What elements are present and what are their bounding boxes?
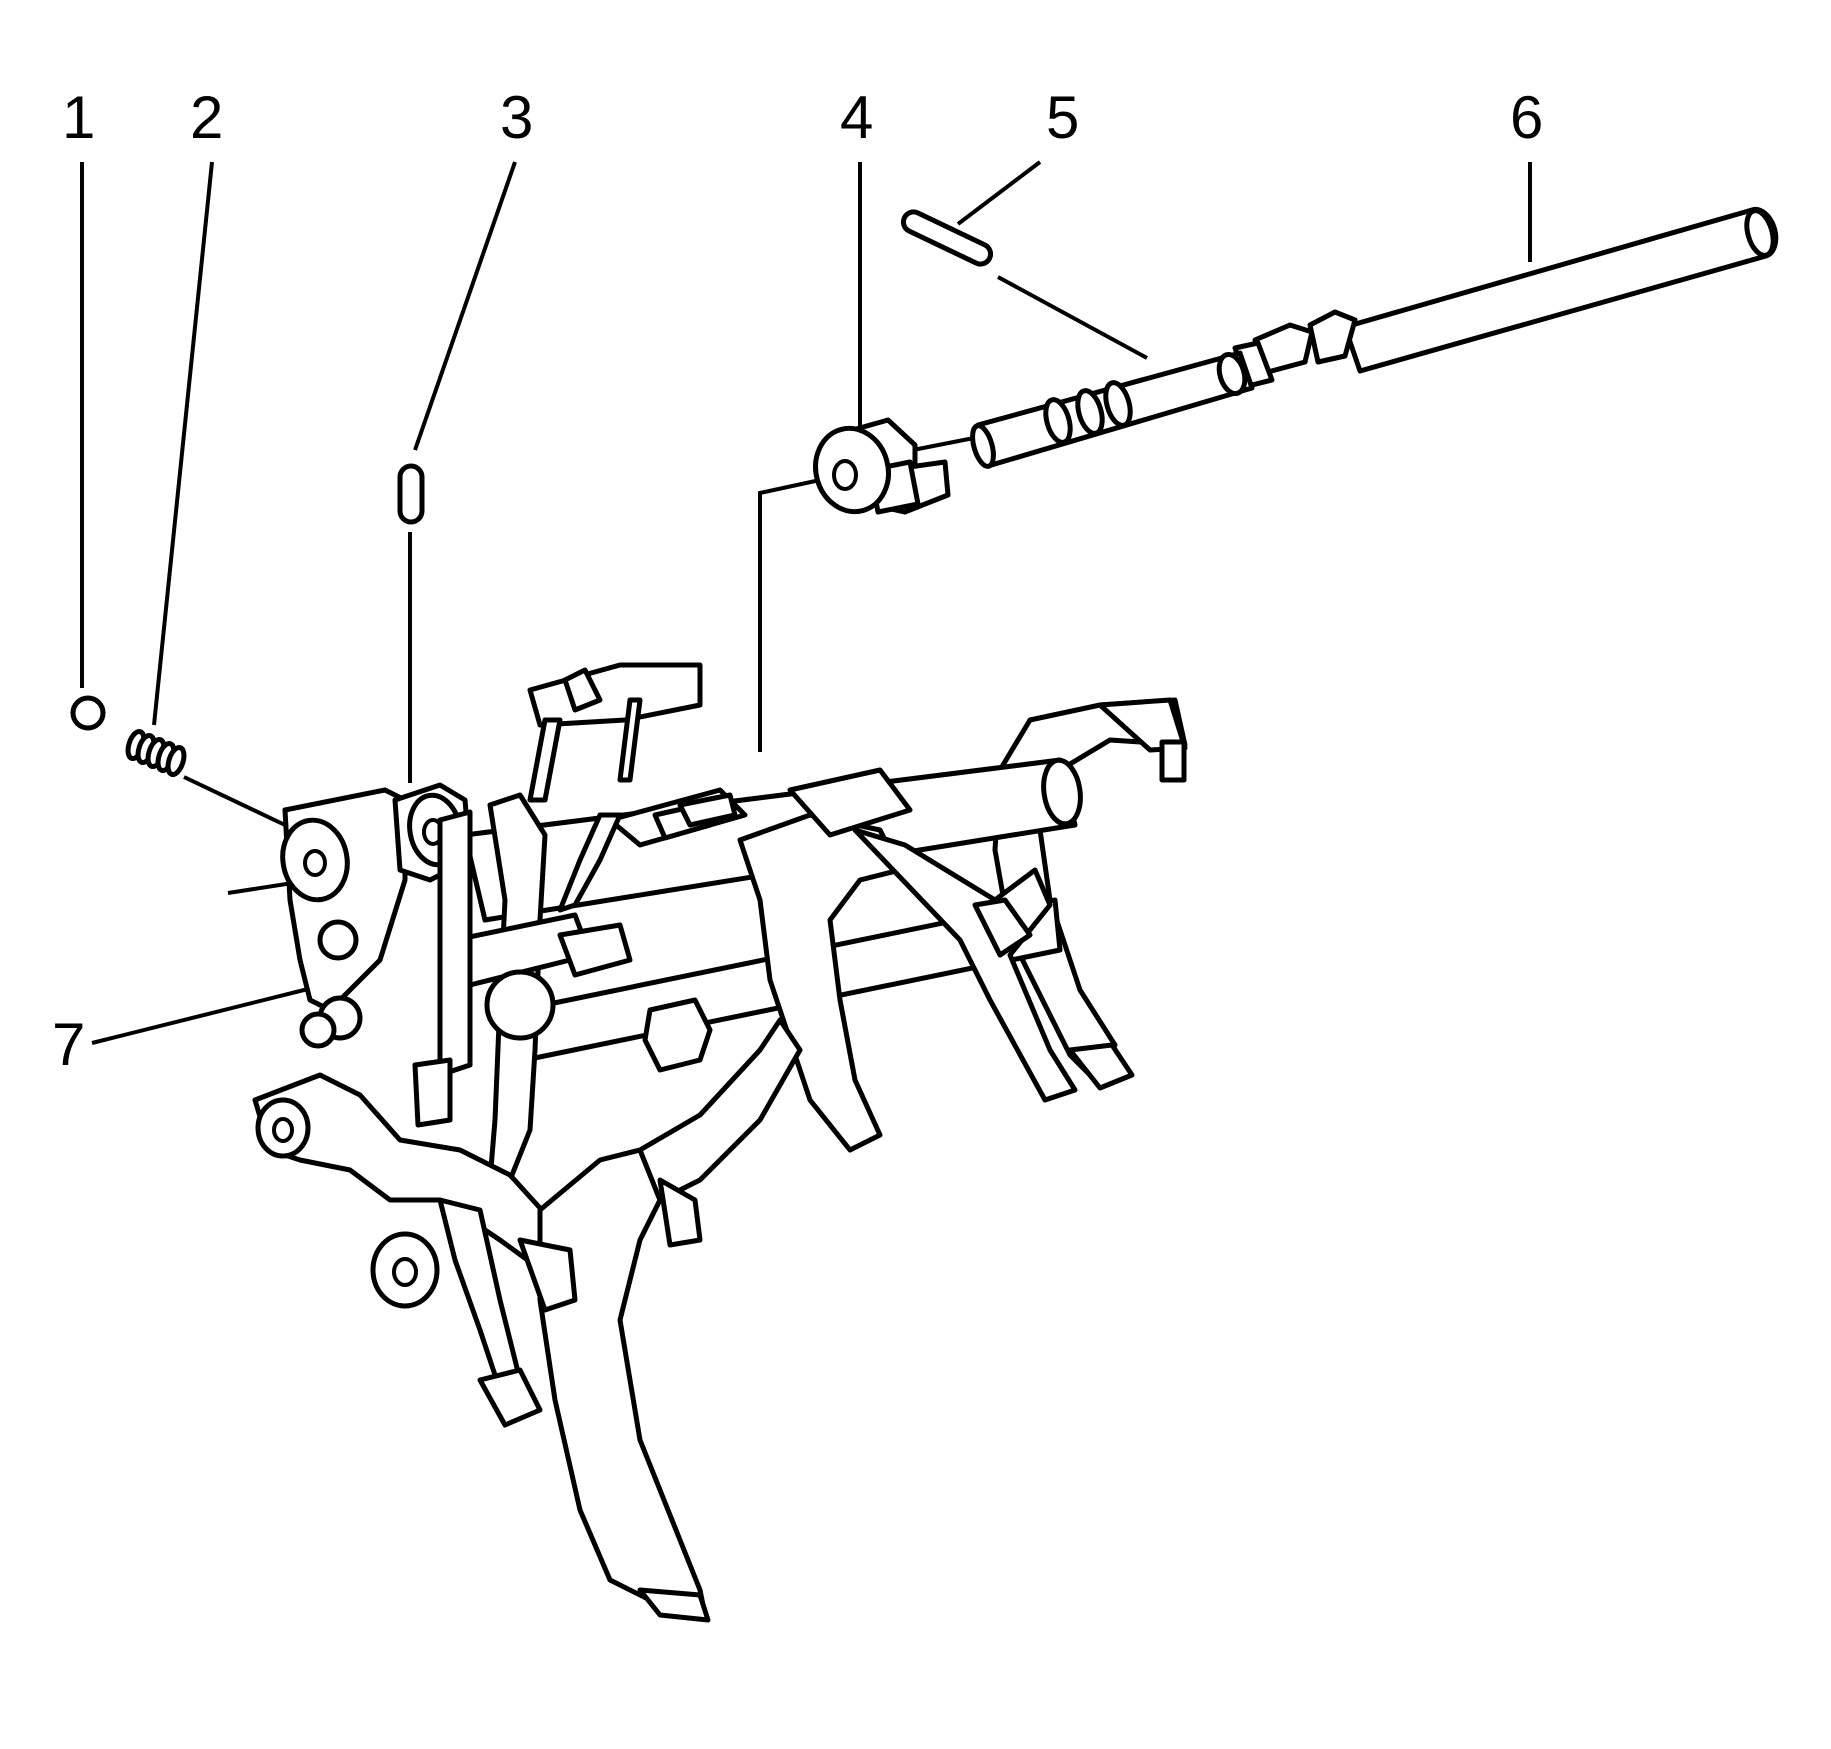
callout-6-label: 6 [1510,84,1543,151]
axis-line-block [758,478,821,752]
axis-line-roll-pin [997,275,1148,360]
shift-rail-part [970,206,1779,469]
pin-part [397,463,425,525]
ball-part [70,695,106,731]
roll-pin-part [900,209,994,267]
callout-4-label: 4 [840,84,873,151]
leader-7 [91,985,317,1045]
shift-fork-assembly-part [252,662,1188,1623]
leader-3 [413,161,517,451]
selector-block-part [813,417,951,515]
callout-2-label: 2 [190,84,223,151]
callout-1-label: 1 [62,84,95,151]
leader-lines [80,160,1532,1045]
leader-5 [956,160,1042,226]
axis-line-rail [912,435,980,452]
callout-3-label: 3 [500,84,533,151]
callout-5-label: 5 [1046,84,1079,151]
leader-2 [152,161,214,726]
axis-line-spring [183,775,286,827]
callout-7-label: 7 [52,1011,85,1078]
spring-part [125,729,187,777]
